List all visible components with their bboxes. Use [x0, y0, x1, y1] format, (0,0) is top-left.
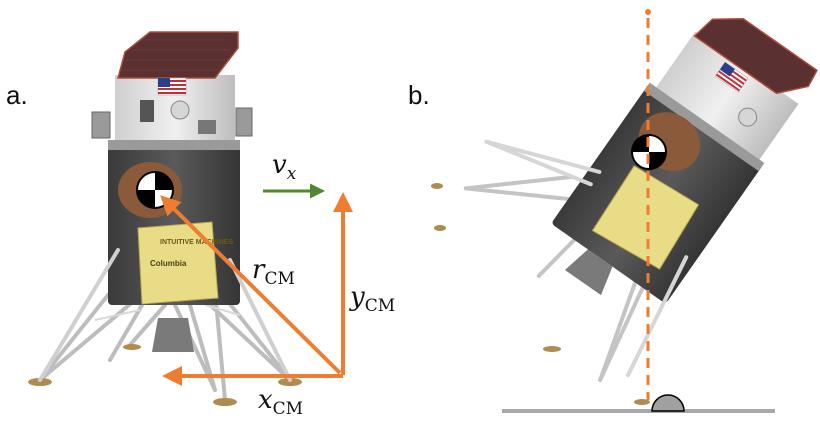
engine-nozzle	[152, 318, 194, 352]
us-flag-icon	[157, 77, 187, 96]
foot-pad	[28, 344, 302, 406]
ycm-label: yCM	[350, 282, 396, 317]
rcm-label: rCM	[252, 255, 295, 290]
rcm-arrow	[160, 195, 342, 375]
center-of-mass-icon	[136, 171, 174, 209]
xcm-label: xCM	[258, 385, 304, 420]
panel-a-label: a.	[6, 80, 28, 110]
panel-b-lander	[431, 9, 818, 413]
panel-a-lander: INTUITIVE MACHINES Columbia	[28, 31, 302, 406]
annotation-arrows	[160, 183, 353, 386]
center-of-mass-icon-b	[631, 134, 667, 170]
panel-b-label: b.	[408, 80, 430, 110]
solar-panel	[117, 31, 239, 79]
lander-brand-text: INTUITIVE MACHINES	[160, 239, 233, 246]
vx-label: vx	[272, 150, 297, 185]
lander-partner-text: Columbia	[150, 259, 187, 268]
pivot-marker	[651, 394, 685, 412]
